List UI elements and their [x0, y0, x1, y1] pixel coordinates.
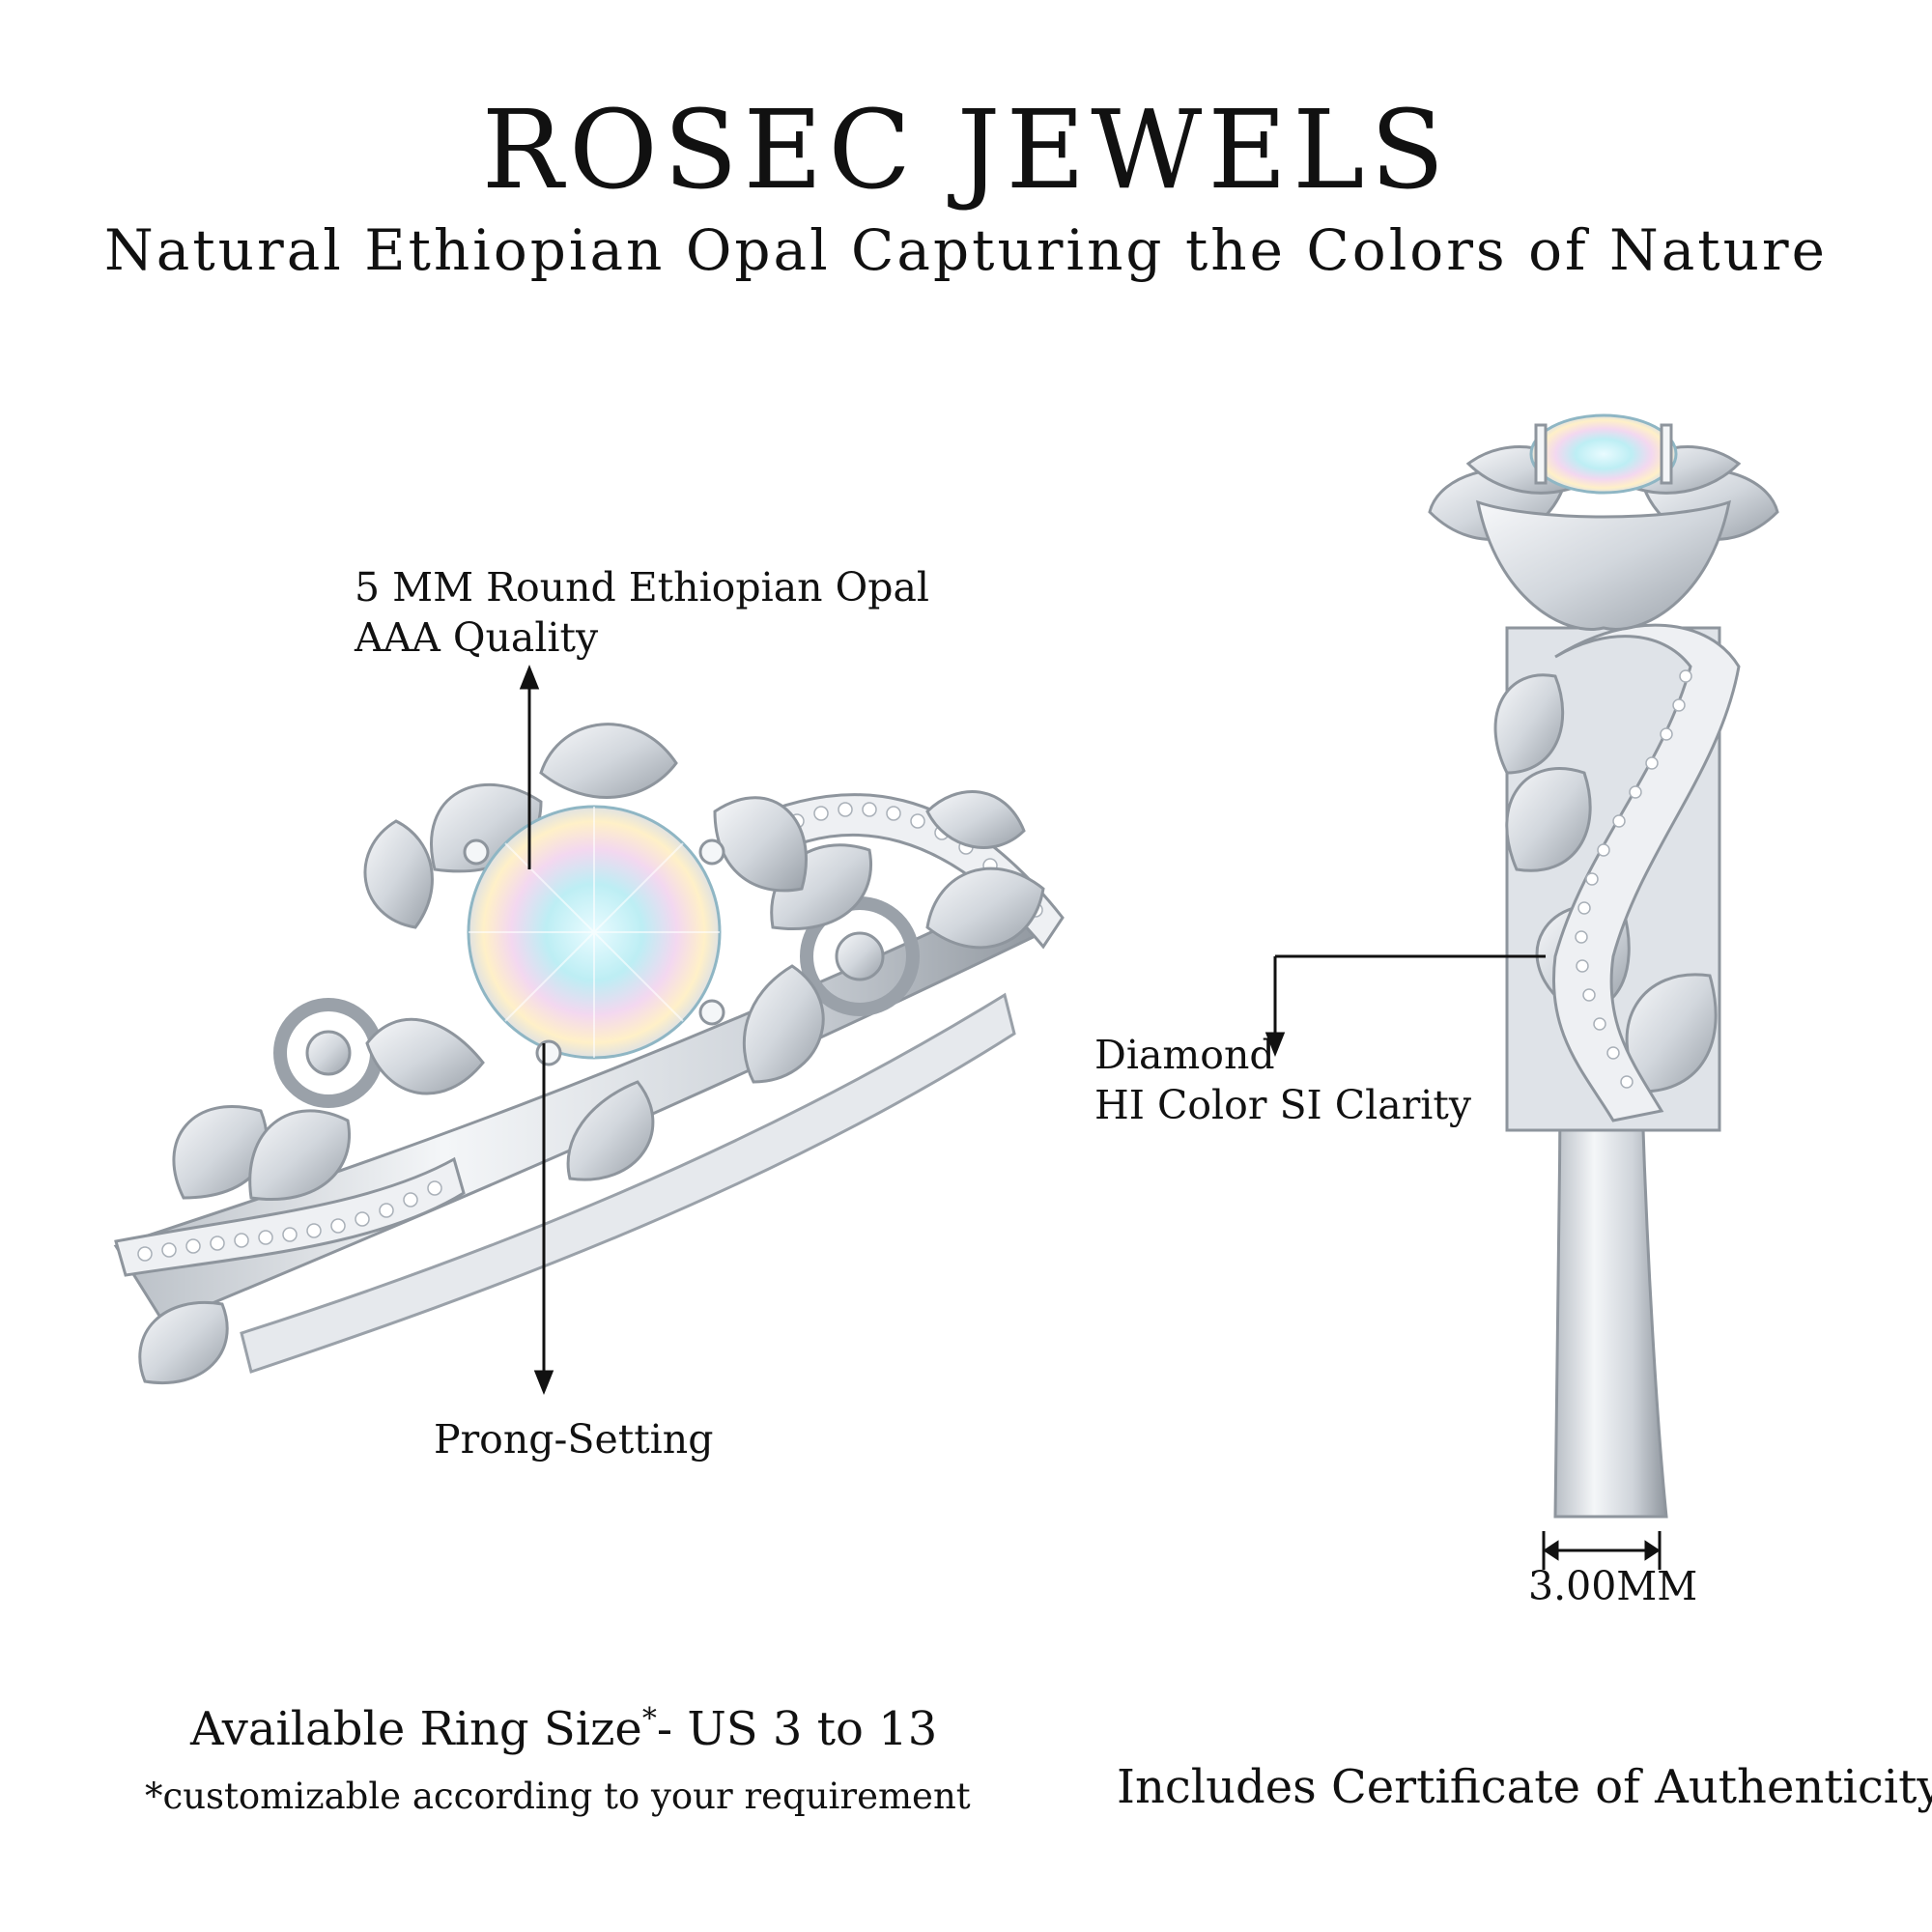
ring-size-label: Available Ring Size — [190, 1702, 642, 1756]
diamond-callout: Diamond HI Color SI Clarity — [1094, 1030, 1471, 1130]
ring-size-info: Available Ring Size*- US 3 to 13 — [190, 1702, 937, 1756]
front-view-ring — [113, 723, 1065, 1384]
band-width-label: 3.00MM — [1528, 1563, 1698, 1609]
stone-size-label: 5 MM Round Ethiopian Opal — [355, 564, 930, 611]
stone-callout: 5 MM Round Ethiopian Opal AAA Quality — [355, 562, 929, 663]
ring-size-asterisk: * — [641, 1702, 657, 1736]
ring-size-note: *customizable according to your requirem… — [145, 1776, 971, 1817]
side-view-ring — [1428, 413, 1779, 1519]
brand-title: ROSEC JEWELS — [481, 88, 1451, 213]
setting-label: Prong-Setting — [434, 1416, 714, 1463]
diamond-label: Diamond — [1094, 1032, 1275, 1078]
diamond-grade-label: HI Color SI Clarity — [1094, 1082, 1472, 1128]
brand-tagline: Natural Ethiopian Opal Capturing the Col… — [104, 217, 1828, 283]
annotation-arrows — [519, 664, 1662, 1570]
stone-quality-label: AAA Quality — [355, 614, 599, 661]
ring-size-range: - US 3 to 13 — [656, 1702, 938, 1756]
certificate-note: Includes Certificate of Authenticity — [1117, 1760, 1932, 1814]
